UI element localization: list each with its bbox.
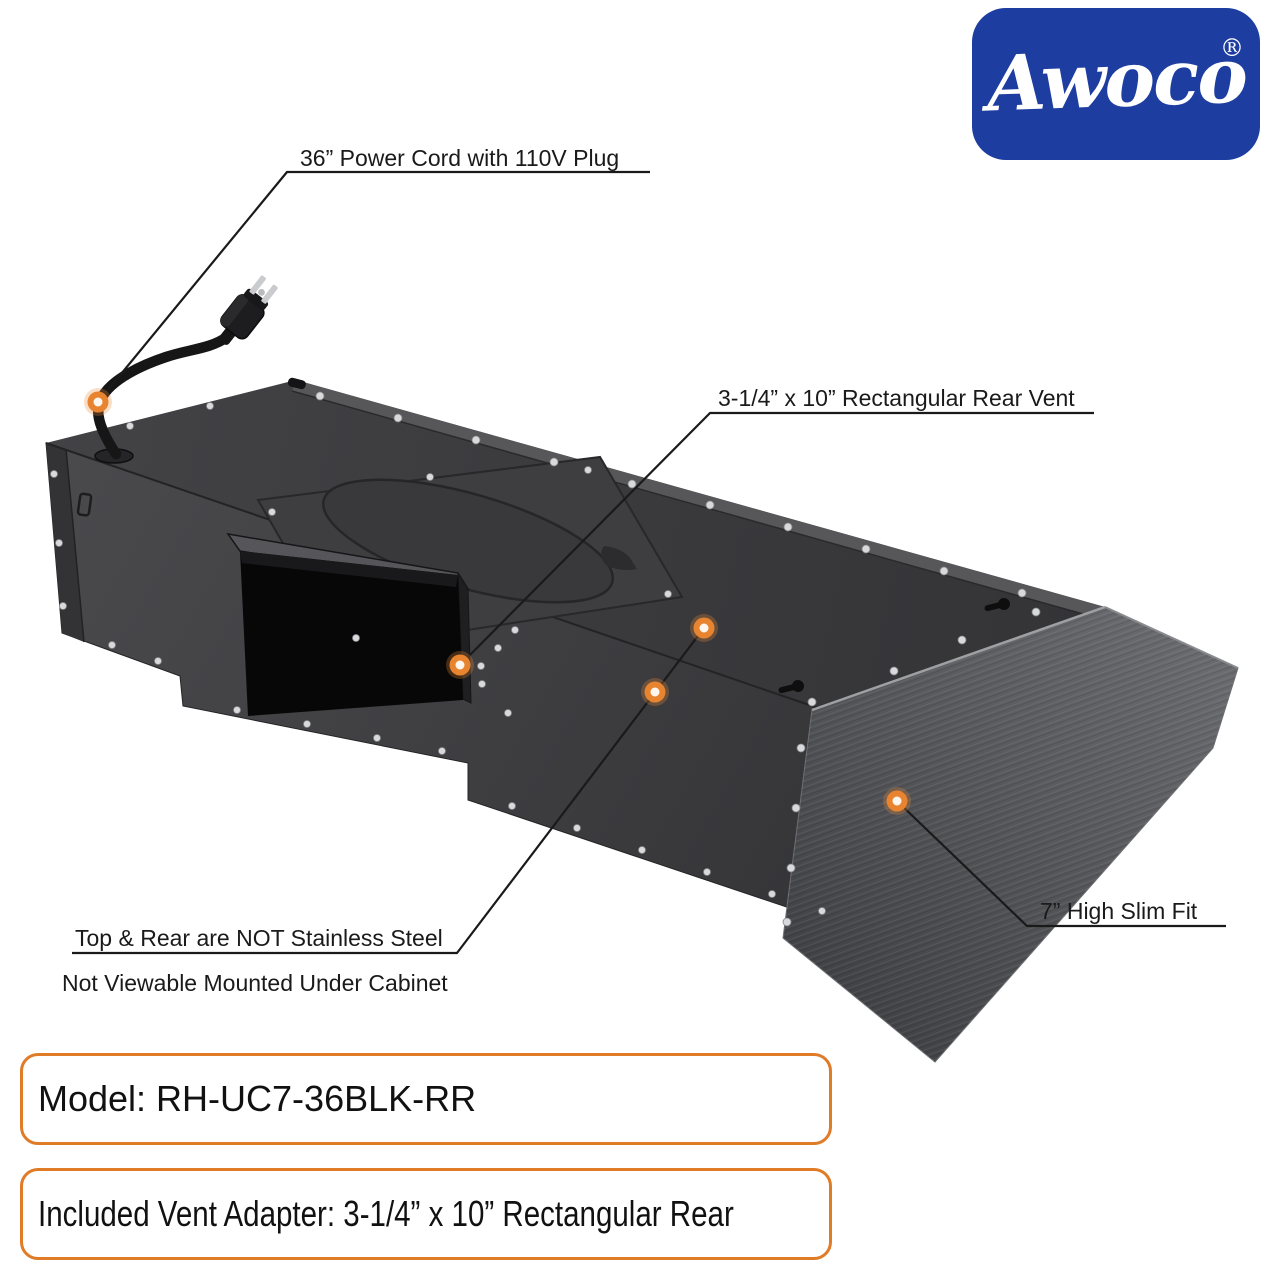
rear-face-slot: [76, 492, 93, 517]
keyhole-slot: [984, 598, 1010, 612]
rear-vent-opening: [240, 551, 463, 716]
model-info-box: Model: RH-UC7-36BLK-RR: [20, 1053, 832, 1145]
label-power-cord: 36” Power Cord with 110V Plug: [300, 145, 619, 171]
power-plug: [218, 275, 278, 345]
callout-marker-rear-vent: [446, 651, 474, 679]
label-slim-fit: 7” High Slim Fit: [1040, 898, 1198, 924]
hood-rear-flange: [292, 380, 1105, 618]
model-text: Model: RH-UC7-36BLK-RR: [38, 1078, 477, 1119]
blower-cover-tab: [601, 546, 637, 570]
leader-lines: [96, 170, 1029, 955]
brand-logo-text: Awoco: [984, 30, 1247, 129]
stainless-brush-texture: [783, 607, 1238, 1062]
brand-logo: Awoco ®: [972, 8, 1260, 160]
hood-left-end-panel: [46, 443, 84, 642]
callout-marker-slim-fit: [883, 787, 911, 815]
keyhole-slot: [778, 680, 804, 694]
flange-notch: [287, 377, 306, 390]
callout-marker-power-cord: [84, 388, 112, 416]
range-hood-product: [45, 275, 1239, 1063]
callout-labels: 36” Power Cord with 110V Plug 3-1/4” x 1…: [62, 145, 1226, 996]
registered-trademark-icon: ®: [1220, 34, 1244, 62]
power-cord: [93, 275, 278, 464]
label-not-stainless-line1: Top & Rear are NOT Stainless Steel: [75, 925, 443, 951]
label-rear-vent: 3-1/4” x 10” Rectangular Rear Vent: [718, 385, 1075, 411]
screws: [50, 391, 1041, 927]
callout-marker-top: [690, 614, 718, 642]
vent-adapter-info-box: Included Vent Adapter: 3-1/4” x 10” Rect…: [20, 1168, 832, 1260]
callout-marker-rear: [641, 678, 669, 706]
vent-adapter-text: Included Vent Adapter: 3-1/4” x 10” Rect…: [38, 1193, 734, 1234]
callout-markers: [84, 388, 911, 815]
label-not-stainless-line2: Not Viewable Mounted Under Cabinet: [62, 970, 448, 996]
rear-vent-adapter: [226, 532, 472, 716]
